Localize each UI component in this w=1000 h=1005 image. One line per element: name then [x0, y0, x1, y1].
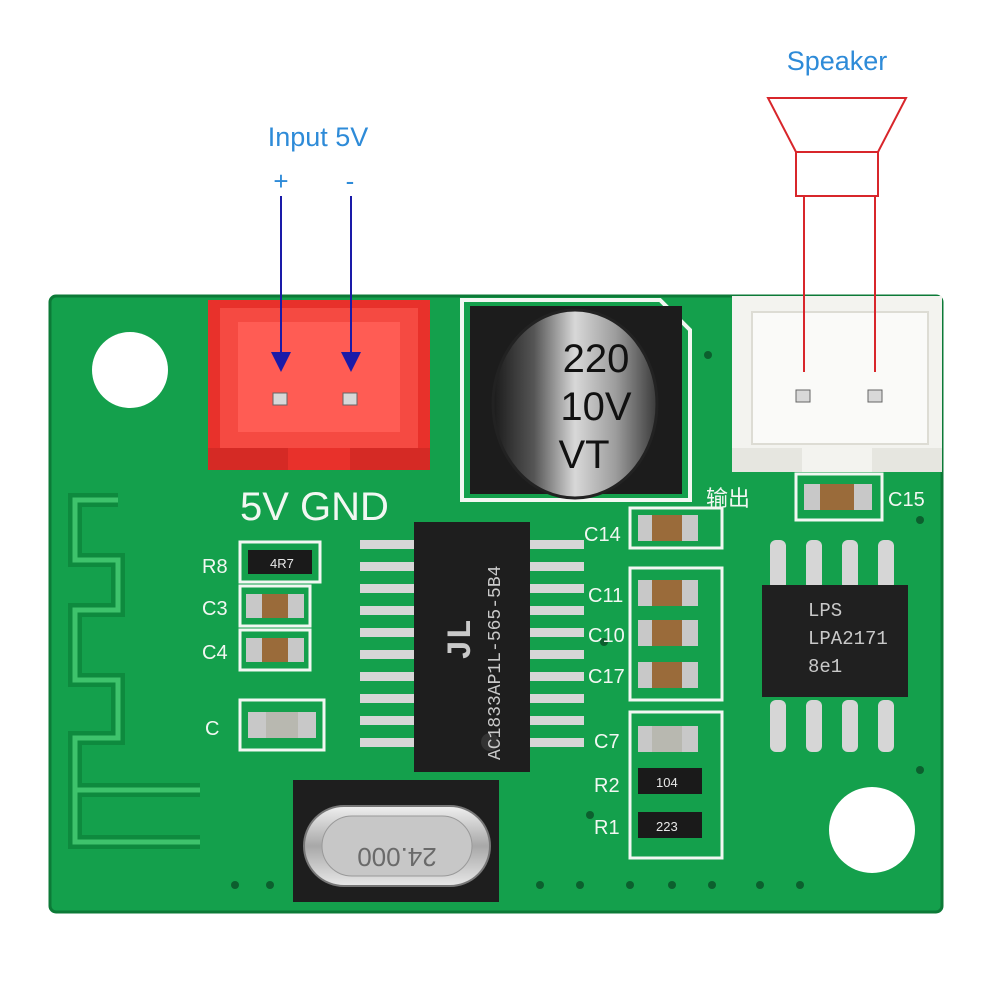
- silk-c14: C14: [584, 524, 621, 546]
- silk-c11: C11: [588, 585, 623, 607]
- capacitor-series: VT: [558, 433, 609, 477]
- silk-output-mark: 输出: [706, 486, 750, 511]
- capacitor-value: 220: [563, 337, 630, 381]
- silk-c15: C15: [888, 489, 925, 511]
- input-label: Input 5V: [268, 122, 369, 152]
- silk-c7: C7: [594, 731, 620, 753]
- input-minus-sign: -: [346, 166, 355, 196]
- speaker-pin-left: [795, 389, 811, 403]
- silk-r2: R2: [594, 775, 620, 797]
- silk-c4: C4: [202, 642, 228, 664]
- speaker-connector: [732, 296, 942, 472]
- power-connector: [208, 300, 430, 470]
- amp-chip-batch: 8e1: [808, 656, 842, 678]
- right-passives: 104 223: [628, 472, 884, 860]
- amp-chip-model: LPA2171: [808, 628, 888, 650]
- antenna-trace-highlight: [72, 497, 200, 845]
- power-pin-plus: [272, 392, 288, 406]
- resistor-r2-value: 104: [656, 775, 678, 790]
- main-chip-marking: AC1833AP1L-565-5B4: [486, 566, 506, 760]
- power-pin-minus: [342, 392, 358, 406]
- main-chip: JL AC1833AP1L-565-5B4: [360, 522, 584, 772]
- left-passives: 4R7: [238, 540, 326, 752]
- silk-c10: C10: [588, 625, 625, 647]
- resistor-r8-value: 4R7: [270, 556, 294, 571]
- silk-power-pins: 5V GND: [240, 485, 389, 529]
- amplifier-chip: LPS LPA2171 8e1: [762, 540, 908, 752]
- mounting-hole-right: [829, 787, 915, 873]
- speaker-pin-right: [867, 389, 883, 403]
- via-dots: [231, 351, 924, 889]
- speaker-icon: [766, 97, 908, 197]
- silk-c17: C17: [588, 666, 625, 688]
- input-plus-sign: +: [273, 166, 288, 196]
- silk-r1: R1: [594, 817, 620, 839]
- crystal-frequency: 24.000: [357, 842, 437, 872]
- silk-c-left: C: [205, 718, 219, 740]
- mounting-hole-left: [92, 332, 168, 408]
- electrolytic-capacitor: 220 10V VT: [460, 298, 692, 502]
- main-chip-logo: JL: [443, 619, 481, 660]
- resistor-r1-value: 223: [656, 819, 678, 834]
- silk-c3: C3: [202, 598, 228, 620]
- pcb-board-edge: [48, 294, 944, 914]
- silk-r8: R8: [202, 556, 228, 578]
- amp-chip-brand: LPS: [808, 600, 842, 622]
- capacitor-voltage: 10V: [560, 385, 631, 429]
- crystal-oscillator: 24.000: [293, 780, 499, 902]
- speaker-label: Speaker: [787, 46, 888, 76]
